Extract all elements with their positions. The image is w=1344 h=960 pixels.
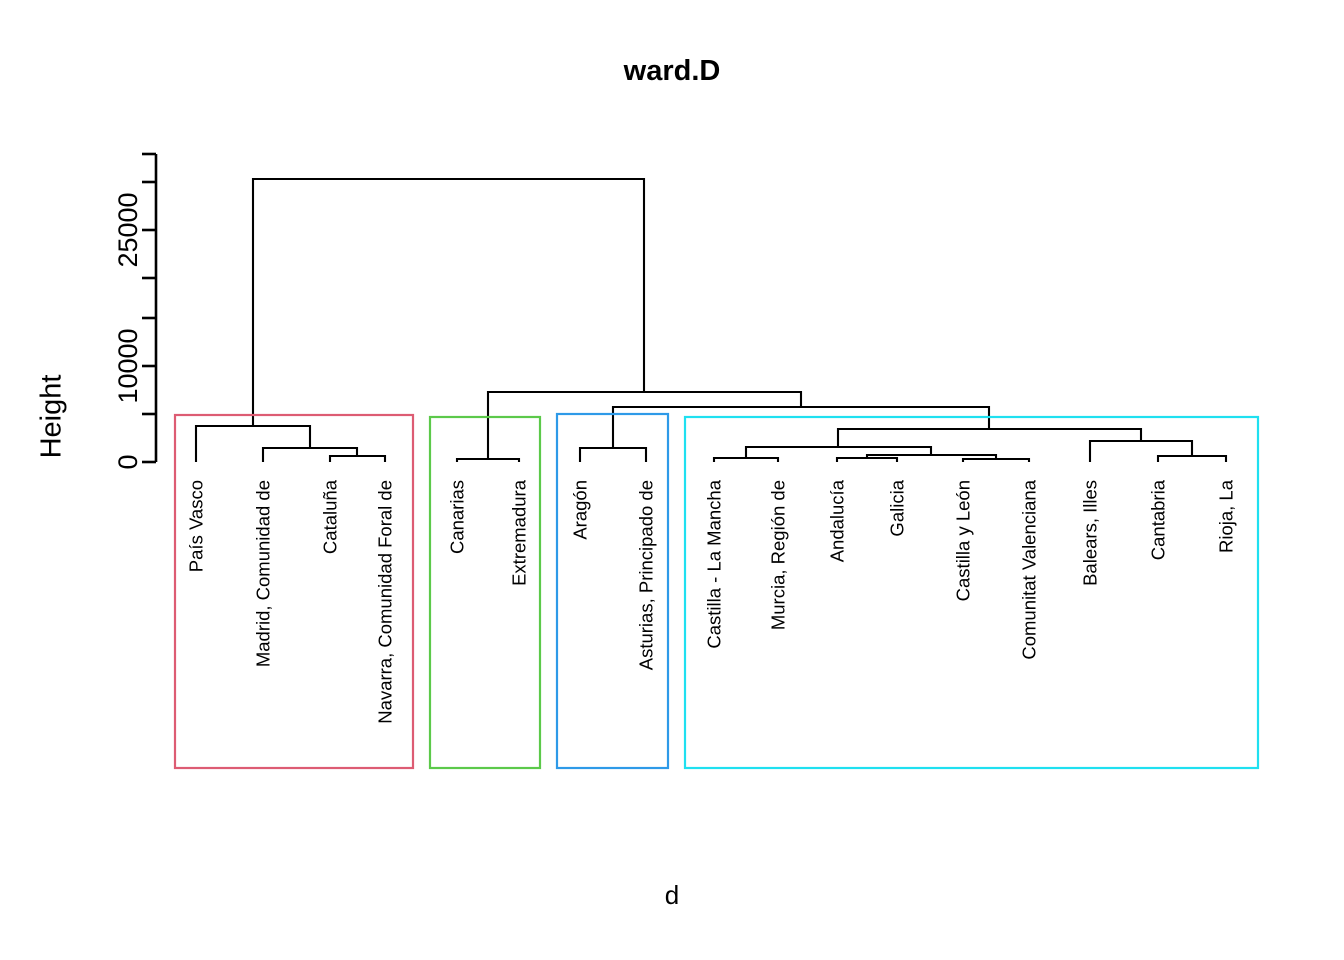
- leaf-label-12: Castilla y León: [952, 480, 973, 601]
- leaf-label-5: Extremadura: [508, 479, 529, 586]
- branch-m7: [835, 456, 899, 462]
- branch-m3: [194, 424, 312, 462]
- leaf-label-14: Balears, Illes: [1079, 480, 1100, 586]
- y-tick-label-25000: 25000: [113, 192, 143, 267]
- branch-m13: [836, 427, 1143, 447]
- y-axis-tick-labels: 25000 10000 0: [113, 192, 143, 469]
- leaf-label-13: Comunitat Valenciana: [1018, 479, 1039, 659]
- y-tick-label-0: 0: [113, 454, 143, 469]
- branch-m4: [455, 457, 521, 462]
- leaf-label-7: Asturias, Principado de: [635, 480, 656, 670]
- leaf-label-2: Cataluña: [319, 479, 340, 554]
- y-axis: [142, 152, 158, 464]
- cluster-box-2[interactable]: [428, 415, 542, 770]
- branch-m8: [961, 457, 1031, 462]
- leaf-label-6: Aragón: [569, 480, 590, 540]
- leaf-label-11: Galicia: [886, 479, 907, 536]
- branch-m16: [251, 177, 646, 426]
- branch-m10: [744, 445, 933, 458]
- leaf-label-0: País Vasco: [185, 480, 206, 572]
- branch-m12: [1088, 439, 1194, 462]
- y-tick-label-10000: 10000: [113, 328, 143, 403]
- leaf-label-1: Madrid, Comunidad de: [252, 480, 273, 667]
- leaf-label-8: Castilla - La Mancha: [703, 479, 724, 648]
- branch-m14: [611, 405, 991, 448]
- dendrogram-branches: [194, 177, 1228, 462]
- branch-m11: [1156, 454, 1228, 462]
- leaf-label-15: Cantabria: [1147, 479, 1168, 560]
- branch-m6: [712, 456, 780, 462]
- leaf-label-16: Rioja, La: [1215, 479, 1236, 553]
- cluster-box-3[interactable]: [555, 412, 670, 770]
- cluster-box-4[interactable]: [683, 415, 1260, 770]
- page-title: ward.D: [623, 55, 721, 87]
- leaf-label-4: Canarias: [446, 480, 467, 554]
- leaf-label-10: Andalucía: [826, 479, 847, 562]
- cluster-boxes: [173, 412, 1260, 770]
- branch-m1: [328, 454, 387, 462]
- branch-m5: [578, 446, 648, 462]
- leaf-label-9: Murcia, Región de: [767, 480, 788, 630]
- leaf-label-3: Navarra, Comunidad Foral de: [374, 480, 395, 724]
- x-axis-label: d: [664, 880, 680, 910]
- cluster-box-1[interactable]: [173, 413, 415, 770]
- leaf-labels: País Vasco Madrid, Comunidad de Cataluña Na…: [185, 479, 1236, 723]
